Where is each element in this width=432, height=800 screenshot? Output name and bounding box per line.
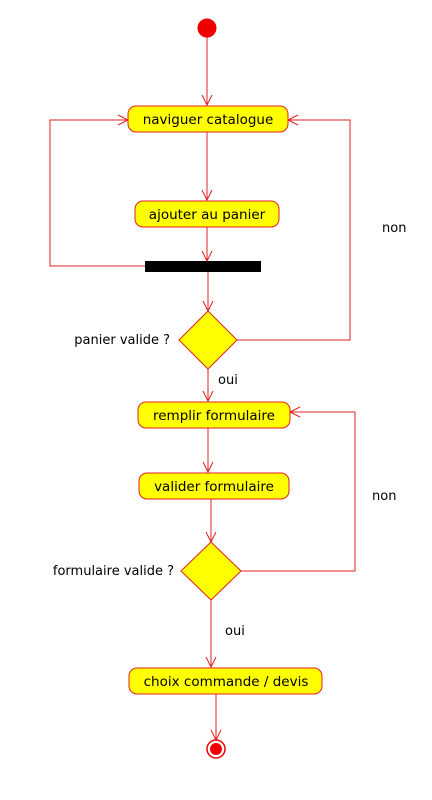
arrowhead: [202, 461, 214, 474]
decision-formulaire-valide: [180, 541, 242, 601]
action-box: [138, 472, 290, 500]
arrowhead: [202, 390, 214, 403]
edge-bar-loop-naviguer: [49, 119, 145, 267]
guard-formulaire-valide: formulaire valide ?: [53, 564, 174, 579]
action-label: remplir formulaire: [153, 408, 275, 424]
edge-label-formulaire-non: non: [372, 489, 396, 504]
action-box: [128, 667, 323, 695]
action-box: [137, 401, 291, 429]
decision-panier-valide: [178, 310, 238, 370]
sync-bar: [145, 261, 261, 272]
edge-label-panier-oui: oui: [218, 373, 238, 388]
arrowhead: [205, 656, 217, 669]
action-label: choix commande / devis: [144, 674, 309, 690]
action-label: valider formulaire: [154, 479, 274, 495]
edge-decision2-non: [241, 411, 356, 572]
arrowhead: [201, 189, 213, 202]
action-label: naviguer catalogue: [143, 112, 274, 128]
action-box: [134, 200, 280, 228]
action-valider-formulaire: valider formulaire: [138, 472, 290, 500]
arrowhead: [201, 94, 213, 107]
guard-panier-valide: panier valide ?: [74, 333, 170, 348]
edges: [49, 37, 356, 742]
action-naviguer-catalogue: naviguer catalogue: [127, 105, 289, 133]
action-ajouter-au-panier: ajouter au panier: [134, 200, 280, 228]
action-box: [127, 105, 289, 133]
start-node: [197, 18, 217, 38]
action-choix-commande-devis: choix commande / devis: [128, 667, 323, 695]
action-label: ajouter au panier: [149, 207, 266, 223]
end-node-inner: [210, 743, 222, 755]
edge-label-formulaire-oui: oui: [225, 624, 245, 639]
end-node: [206, 739, 226, 759]
edge-decision1-non: [237, 119, 351, 341]
edge-label-panier-non: non: [382, 221, 406, 236]
action-remplir-formulaire: remplir formulaire: [137, 401, 291, 429]
